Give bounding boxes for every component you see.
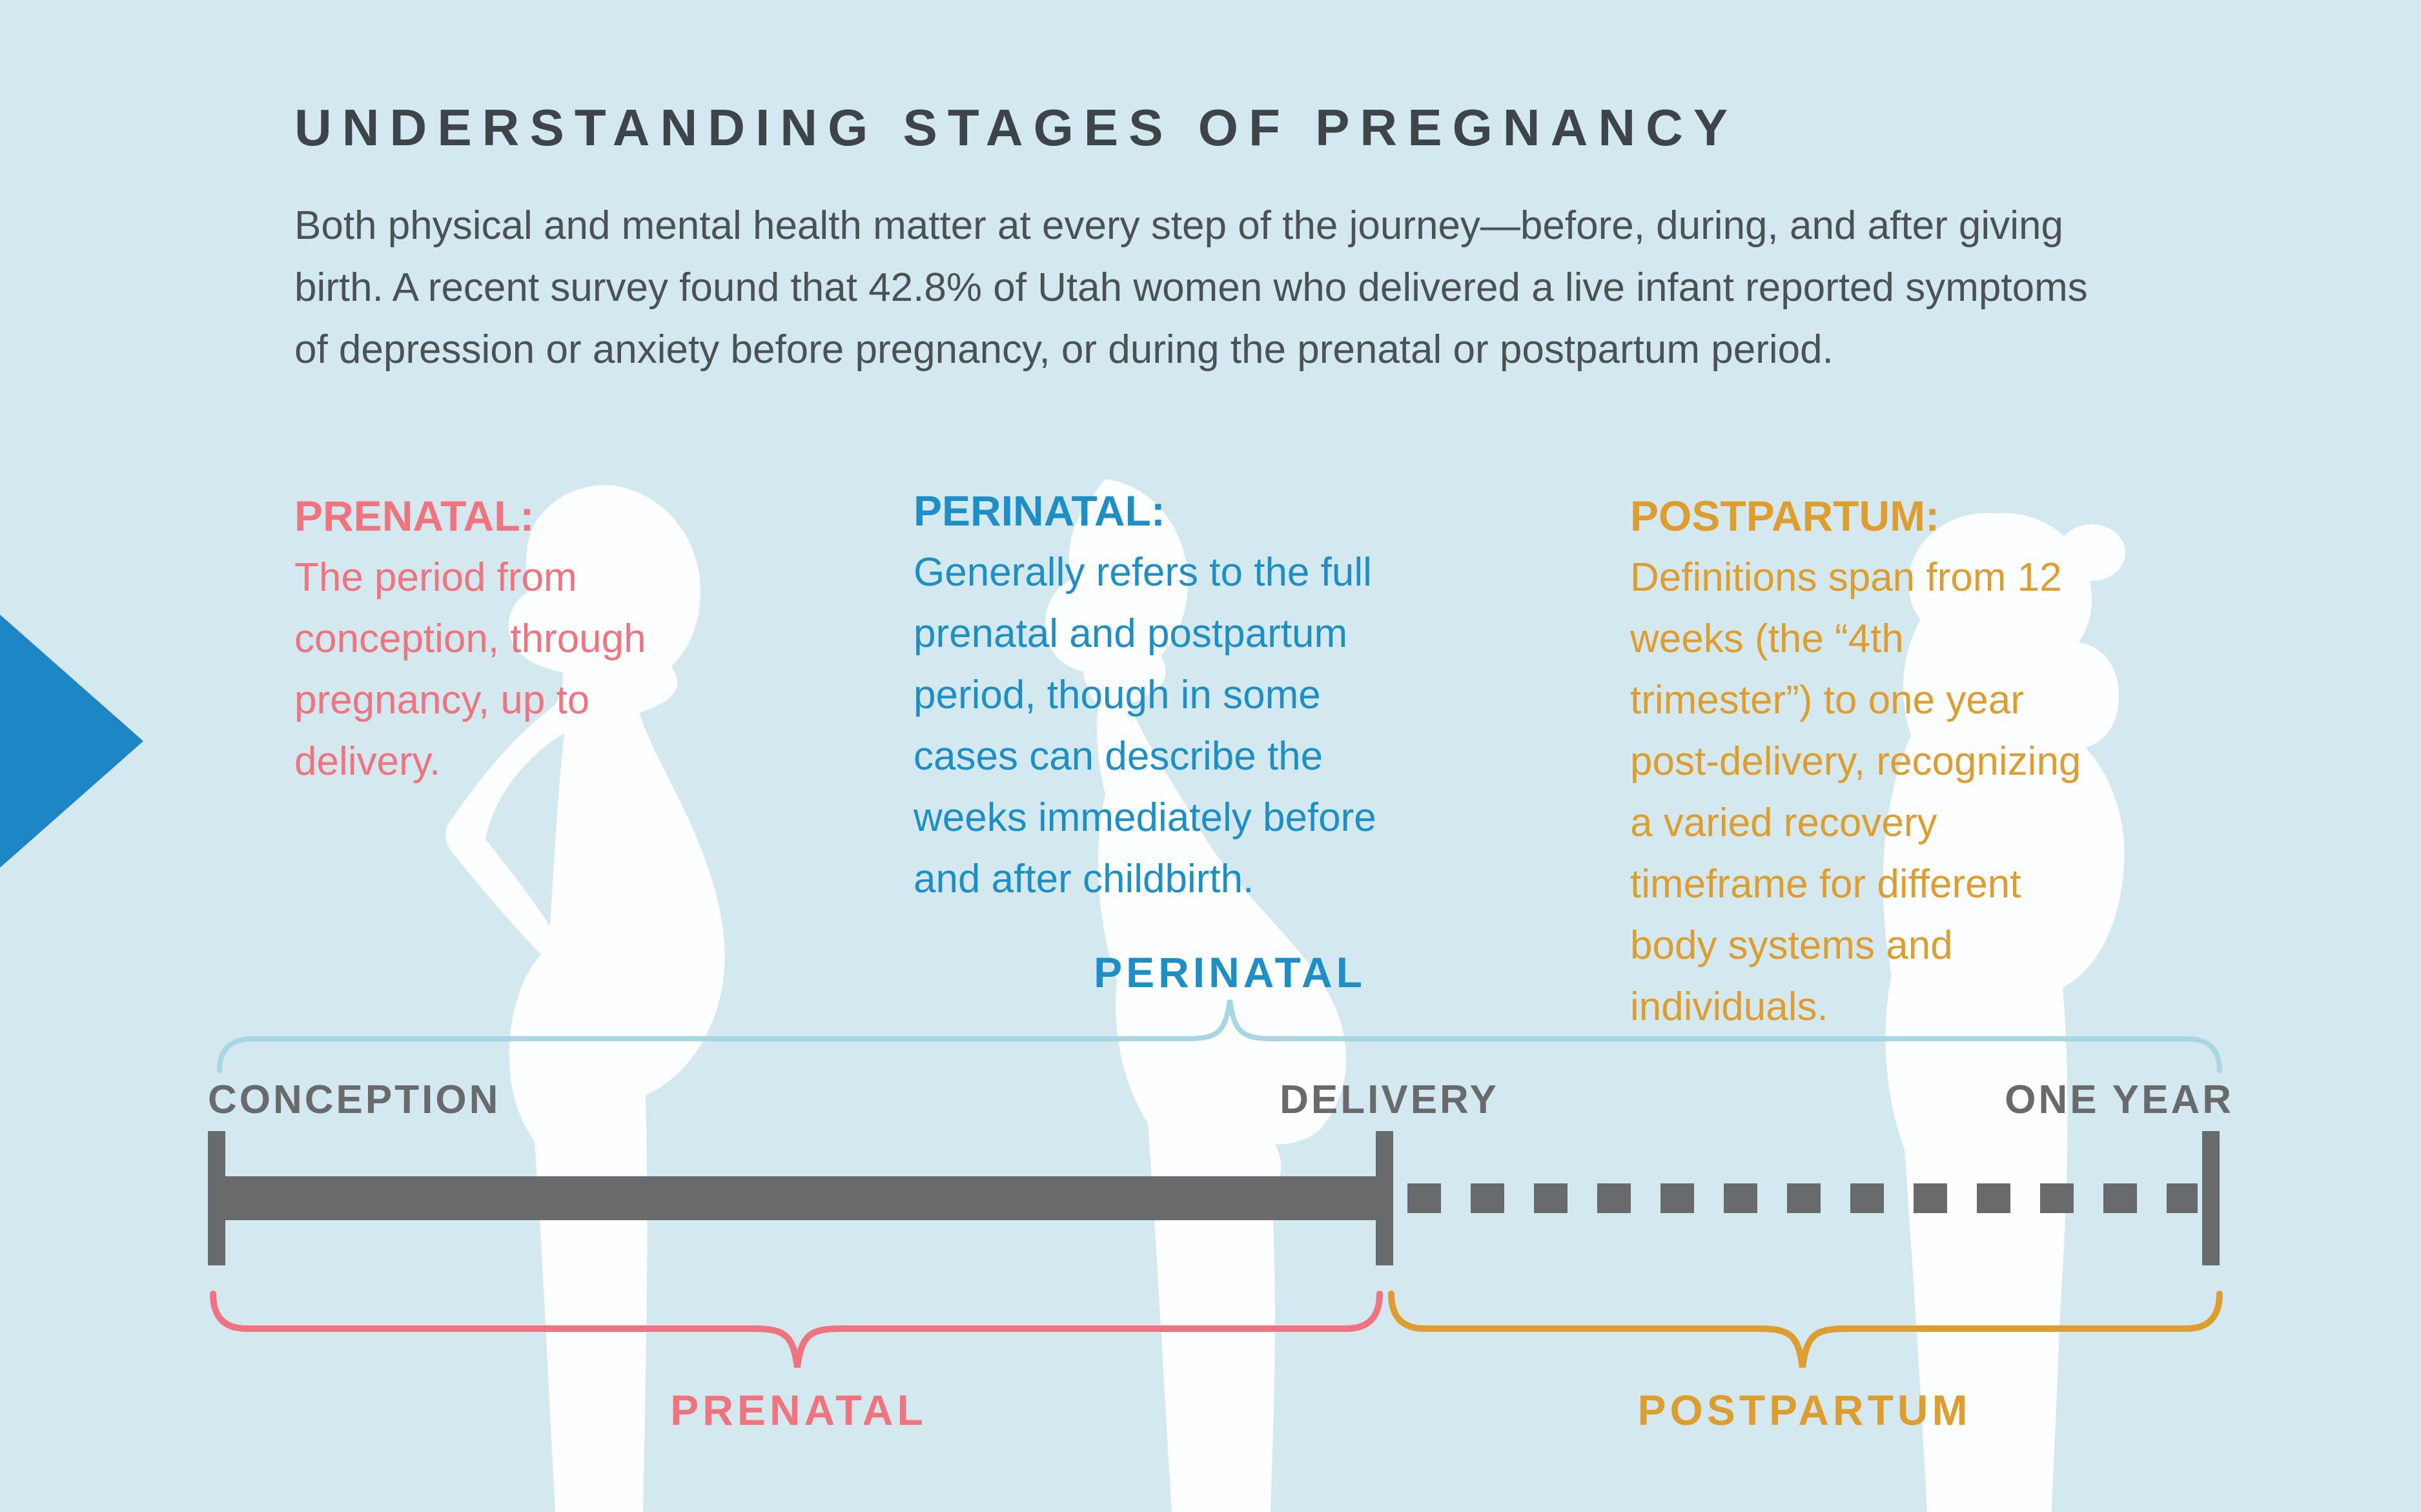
prenatal-definition: PRENATAL: The period from conception, th… bbox=[294, 485, 646, 792]
intro-paragraph: Both physical and mental health matter a… bbox=[294, 203, 2088, 372]
postpartum-brace bbox=[1388, 1291, 2223, 1368]
timeline-solid-segment bbox=[208, 1176, 1393, 1220]
perinatal-phase-label: PERINATAL bbox=[1094, 948, 1366, 996]
postpartum-body: Definitions span from 12 weeks (the “4th… bbox=[1630, 555, 2081, 1029]
page-title: UNDERSTANDING STAGES OF PREGNANCY bbox=[294, 99, 1739, 156]
perinatal-definition: PERINATAL: Generally refers to the full … bbox=[914, 480, 1376, 910]
milestone-one-year: ONE YEAR bbox=[2005, 1078, 2234, 1122]
delivery-tick bbox=[1376, 1131, 1393, 1265]
postpartum-phase-label: POSTPARTUM bbox=[1637, 1386, 1972, 1434]
pregnant-woman-silhouette-left bbox=[445, 485, 725, 1512]
left-arrow-icon bbox=[0, 615, 143, 868]
left-silhouette-arm-gap bbox=[485, 733, 564, 926]
postpartum-definition: POSTPARTUM: Definitions span from 12 wee… bbox=[1630, 485, 2081, 1037]
prenatal-body: The period from conception, through preg… bbox=[294, 555, 646, 784]
mother-with-baby-silhouette-right bbox=[1883, 513, 2125, 1512]
postpartum-heading: POSTPARTUM: bbox=[1630, 492, 1940, 540]
one-year-tick bbox=[2202, 1131, 2220, 1265]
perinatal-body: Generally refers to the full prenatal an… bbox=[914, 550, 1376, 901]
prenatal-heading: PRENATAL: bbox=[294, 492, 535, 540]
milestone-delivery: DELIVERY bbox=[1280, 1078, 1499, 1122]
prenatal-phase-label: PRENATAL bbox=[670, 1386, 927, 1434]
perinatal-heading: PERINATAL: bbox=[914, 487, 1165, 535]
pregnant-woman-silhouette-middle bbox=[1045, 479, 1347, 1512]
perinatal-brace bbox=[217, 999, 2222, 1073]
conception-tick bbox=[208, 1131, 225, 1265]
milestone-conception: CONCEPTION bbox=[208, 1078, 501, 1122]
prenatal-brace bbox=[210, 1291, 1383, 1368]
hair-bun-icon bbox=[2058, 524, 2125, 581]
